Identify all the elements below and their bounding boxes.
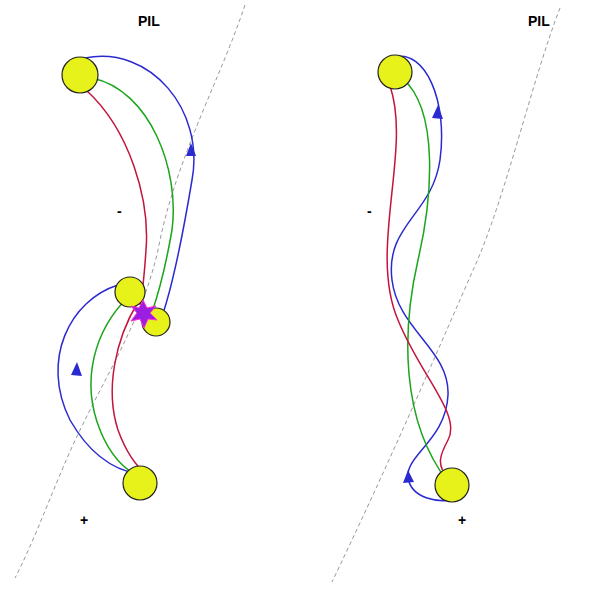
- arrowhead: [432, 105, 443, 119]
- pil-label: PIL: [138, 14, 160, 28]
- pil-label: PIL: [528, 14, 550, 28]
- arrowhead: [186, 143, 196, 156]
- pil-line: [15, 5, 560, 582]
- polarity-sign: -: [117, 204, 122, 218]
- footpoints-right: [378, 55, 469, 502]
- arrowhead: [71, 362, 82, 376]
- field-lines-left: [58, 56, 194, 478]
- arrowhead: [403, 470, 414, 483]
- field-lines-right: [387, 56, 452, 500]
- reconnection-star: [131, 300, 157, 328]
- polarity-sign: +: [80, 513, 88, 527]
- footpoints-left: [62, 57, 170, 500]
- polarity-sign: -: [367, 204, 372, 218]
- polarity-sign: +: [458, 513, 466, 527]
